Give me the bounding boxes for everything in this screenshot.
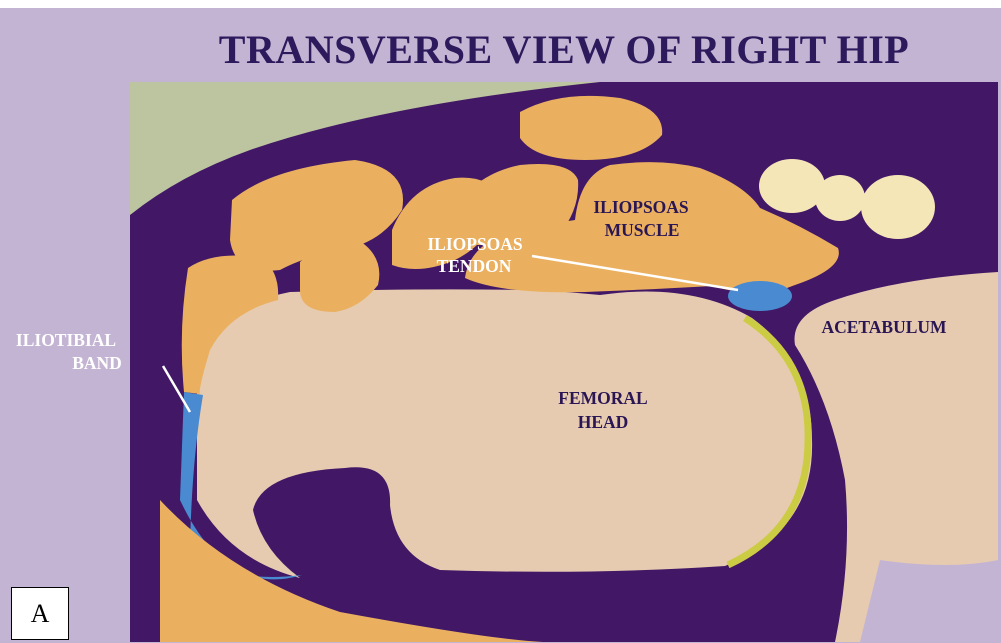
fat-globule-1 xyxy=(759,159,825,213)
label-iliotibial-band-line2: BAND xyxy=(72,353,122,373)
panel-label: A xyxy=(11,587,69,640)
cross-section xyxy=(130,82,998,642)
fat-globule-3 xyxy=(861,175,935,239)
iliopsoas-tendon-shape xyxy=(728,281,792,311)
label-iliopsoas-tendon-line2: TENDON xyxy=(437,256,512,276)
label-acetabulum: ACETABULUM xyxy=(821,317,947,337)
label-femoral-head-line1: FEMORAL xyxy=(558,388,647,408)
label-iliotibial-band-line1: ILIOTIBIAL xyxy=(16,330,116,350)
label-femoral-head-line2: HEAD xyxy=(578,412,629,432)
fat-globule-2 xyxy=(815,175,865,221)
label-iliopsoas-tendon-line1: ILIOPSOAS xyxy=(427,234,522,254)
white-top-strip xyxy=(0,0,1001,8)
figure-title: TRANSVERSE VIEW OF RIGHT HIP xyxy=(219,27,909,72)
label-iliopsoas-muscle-line2: MUSCLE xyxy=(605,220,680,240)
label-iliopsoas-muscle-line1: ILIOPSOAS xyxy=(593,197,688,217)
muscle-bottom-right xyxy=(860,560,998,642)
